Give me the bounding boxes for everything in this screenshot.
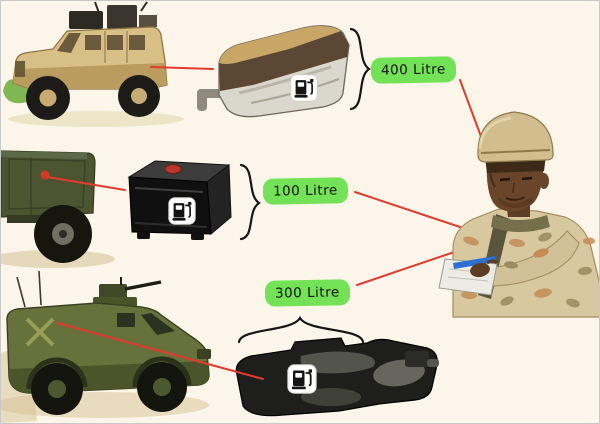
helmet bbox=[477, 111, 554, 163]
fuel-pump-icon bbox=[290, 74, 318, 102]
fuel-tank-100l-illustration bbox=[127, 160, 232, 240]
capacity-badge-100: 100 Litre bbox=[262, 177, 348, 205]
hand bbox=[470, 262, 490, 278]
capacity-badge-100-label: 100 Litre bbox=[272, 182, 338, 200]
cargo-truck-illustration bbox=[1, 150, 115, 268]
brace-300l bbox=[237, 315, 365, 344]
connector-apc-to-tank bbox=[56, 322, 264, 380]
fuel-tank-400l-illustration bbox=[197, 25, 350, 118]
soldier-illustration bbox=[438, 111, 599, 318]
mrap-truck-illustration bbox=[3, 1, 184, 127]
machine-gun bbox=[124, 280, 162, 291]
capacity-badge-400: 400 Litre bbox=[370, 56, 456, 84]
connector-truck-to-tank bbox=[46, 176, 126, 191]
armored-vehicle-illustration bbox=[1, 270, 211, 423]
capacity-badge-400-label: 400 Litre bbox=[380, 61, 446, 79]
fuel-tank-300l-illustration bbox=[235, 337, 439, 417]
capacity-badge-300: 300 Litre bbox=[264, 279, 350, 307]
brace-100l bbox=[239, 163, 261, 241]
connector-100-to-soldier bbox=[354, 191, 482, 235]
fuel-pump-icon bbox=[168, 197, 196, 225]
pen bbox=[453, 256, 496, 269]
brace-400l bbox=[349, 27, 371, 111]
connector-300-to-soldier bbox=[356, 246, 470, 286]
x-marking bbox=[25, 317, 55, 347]
connector-mrap-to-tank bbox=[150, 66, 214, 70]
capacity-badge-300-label: 300 Litre bbox=[274, 284, 340, 302]
turret bbox=[99, 284, 127, 300]
fuel-pump-icon bbox=[287, 364, 317, 394]
fuel-cap bbox=[164, 164, 182, 174]
